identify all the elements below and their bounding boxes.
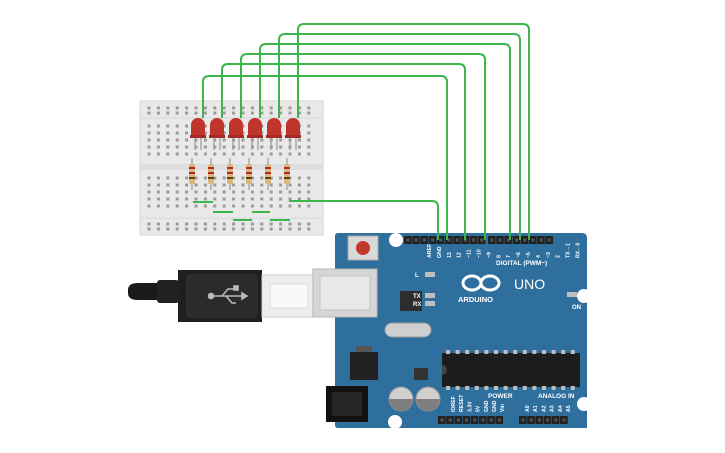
leds[interactable]	[190, 118, 301, 150]
jumper-wire[interactable]	[202, 75, 448, 240]
svg-text:A4: A4	[558, 405, 564, 412]
svg-text:A1: A1	[533, 405, 539, 412]
on-label: ON	[572, 305, 581, 311]
svg-text:5V: 5V	[476, 405, 482, 412]
svg-text:GND: GND	[484, 400, 490, 412]
wires[interactable]	[202, 23, 530, 240]
svg-text:~10: ~10	[477, 249, 483, 258]
svg-text:A5: A5	[566, 405, 572, 412]
rx-label: RX	[413, 302, 421, 308]
svg-text:4: 4	[536, 255, 542, 258]
led[interactable]	[190, 118, 206, 150]
svg-text:~9: ~9	[486, 252, 492, 258]
svg-text:Vin: Vin	[500, 404, 506, 412]
led[interactable]	[228, 118, 244, 150]
jumper-wire[interactable]	[297, 23, 530, 240]
svg-text:2: 2	[556, 255, 562, 258]
power-label: POWER	[488, 393, 513, 400]
resistor[interactable]	[246, 158, 252, 190]
jumper-wire[interactable]	[221, 63, 466, 240]
digital-header[interactable]	[404, 236, 553, 244]
svg-text:RX←0: RX←0	[576, 243, 582, 258]
jumper-wire[interactable]	[240, 53, 486, 240]
led[interactable]	[247, 118, 263, 150]
led[interactable]	[285, 118, 301, 150]
led[interactable]	[266, 118, 282, 150]
jumper-wire[interactable]	[259, 43, 511, 240]
svg-text:IOREF: IOREF	[451, 396, 457, 412]
arduino-logo-icon	[461, 274, 501, 292]
microcontroller-chip	[442, 350, 580, 390]
resistors[interactable]	[189, 158, 290, 190]
breadboard-jumpers	[193, 201, 290, 221]
digital-pin-labels: AREF GND 13 12 ~11 ~10~9 8 7 ~6 ~5 4 ~3 2 TX→1 RX←0	[427, 243, 582, 258]
svg-text:12: 12	[457, 252, 463, 258]
svg-text:~11: ~11	[467, 249, 473, 258]
svg-text:7: 7	[506, 255, 512, 258]
svg-text:GND: GND	[492, 400, 498, 412]
analog-label: ANALOG IN	[538, 393, 575, 400]
svg-text:GND: GND	[437, 246, 443, 258]
resistor[interactable]	[265, 158, 271, 190]
brand-label: ARDUINO	[458, 295, 493, 304]
svg-text:3.3V: 3.3V	[467, 401, 473, 412]
digital-label: DIGITAL (PWM~)	[496, 260, 547, 267]
jumper-wire[interactable]	[278, 33, 521, 240]
small-chip	[414, 368, 428, 380]
svg-text:~5: ~5	[526, 252, 532, 258]
svg-text:13: 13	[447, 252, 453, 258]
analog-header[interactable]	[519, 416, 568, 424]
power-jack	[326, 386, 368, 422]
on-led	[567, 292, 577, 297]
svg-text:A0: A0	[525, 405, 531, 412]
model-label: UNO	[514, 276, 545, 292]
regulator	[350, 352, 378, 380]
capacitors	[388, 386, 441, 412]
resistor[interactable]	[208, 158, 214, 190]
reset-button[interactable]	[347, 235, 379, 261]
led[interactable]	[209, 118, 225, 150]
svg-text:~6: ~6	[516, 252, 522, 258]
led-l-label: L	[415, 273, 419, 279]
svg-text:A3: A3	[550, 405, 556, 412]
svg-text:AREF: AREF	[427, 244, 433, 258]
usb-symbol-icon	[207, 285, 249, 304]
svg-text:~3: ~3	[546, 252, 552, 258]
resistor[interactable]	[189, 158, 195, 190]
jumper-wire[interactable]	[289, 200, 439, 240]
svg-text:8: 8	[496, 255, 502, 258]
power-header[interactable]	[438, 416, 503, 424]
svg-text:A2: A2	[541, 405, 547, 412]
usb-chip	[400, 291, 422, 311]
tx-label: TX	[413, 294, 421, 300]
crystal	[384, 322, 432, 338]
usb-cable[interactable]	[128, 270, 315, 322]
arduino-uno-board[interactable]: ON L TX RX ARDUINO UNO AREF GND 13 12 ~11 ~10…	[312, 233, 591, 429]
resistor[interactable]	[227, 158, 233, 190]
svg-text:RESET: RESET	[459, 394, 465, 412]
resistor[interactable]	[284, 158, 290, 190]
svg-text:TX→1: TX→1	[566, 243, 572, 258]
